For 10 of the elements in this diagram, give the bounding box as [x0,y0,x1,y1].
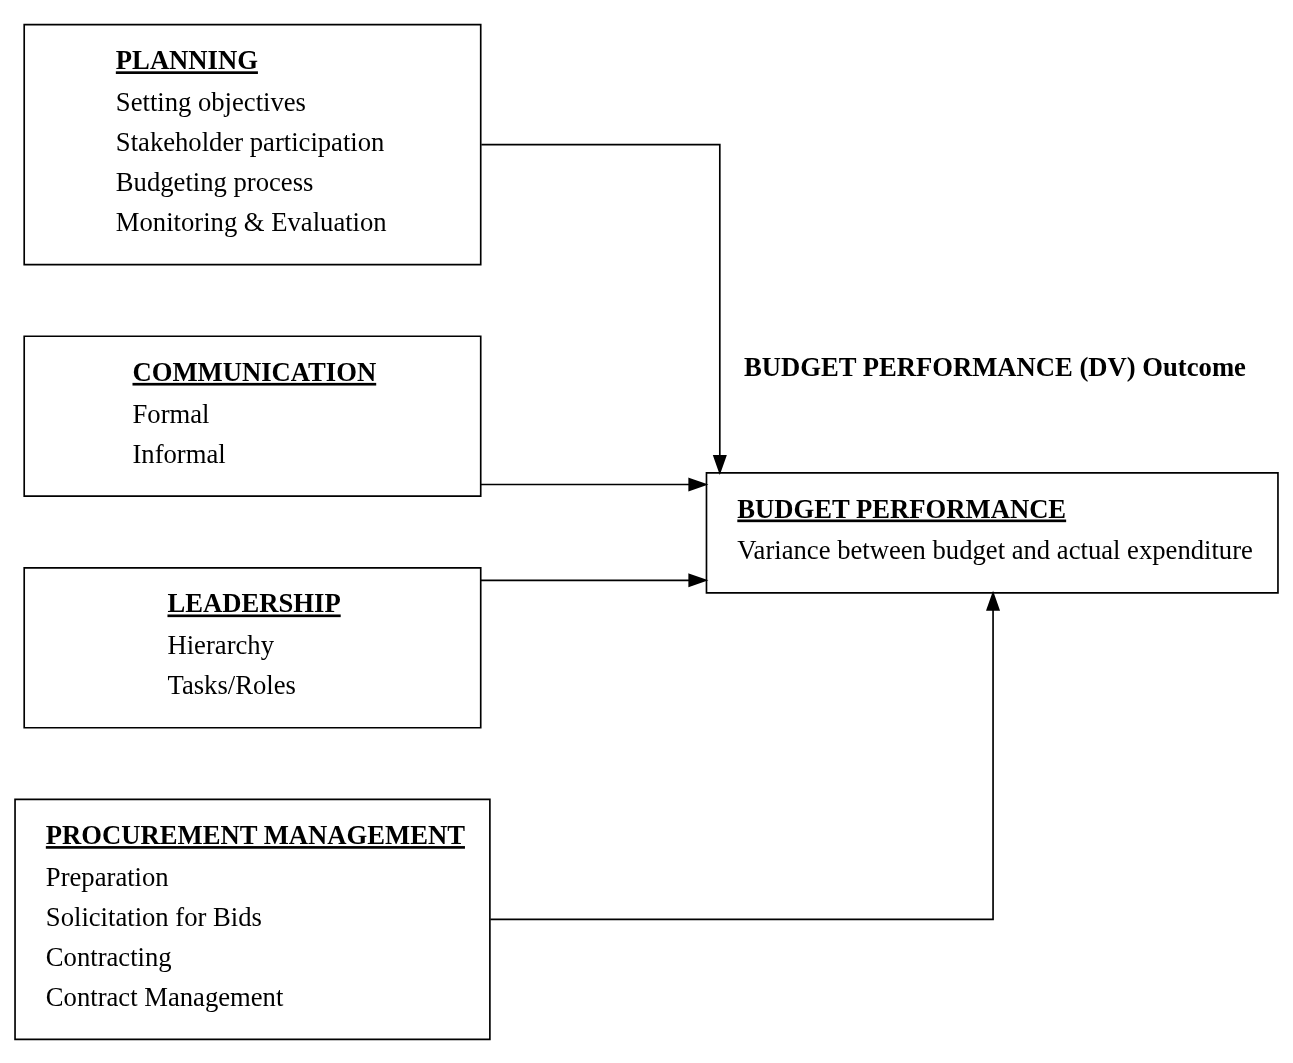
node-box: BUDGET PERFORMANCE Variance between budget and actual expenditure [705,471,1279,594]
arrow [480,572,709,587]
node-box: PLANNING Setting objectives Stakeholder participation Budgeting process Monitoring & Evaluation [23,23,482,265]
arrow [480,477,709,492]
arrow [489,590,1001,920]
node-box: COMMUNICATION Formal Informal [23,334,482,497]
node-box: PROCUREMENT MANAGEMENT Preparation Solicitation for Bids Contracting Contract Management [14,798,491,1040]
arrow [480,143,727,475]
node-box: LEADERSHIP Hierarchy Tasks/Roles [23,566,482,729]
label: BUDGET PERFORMANCE (DV) Outcome [743,351,1246,382]
